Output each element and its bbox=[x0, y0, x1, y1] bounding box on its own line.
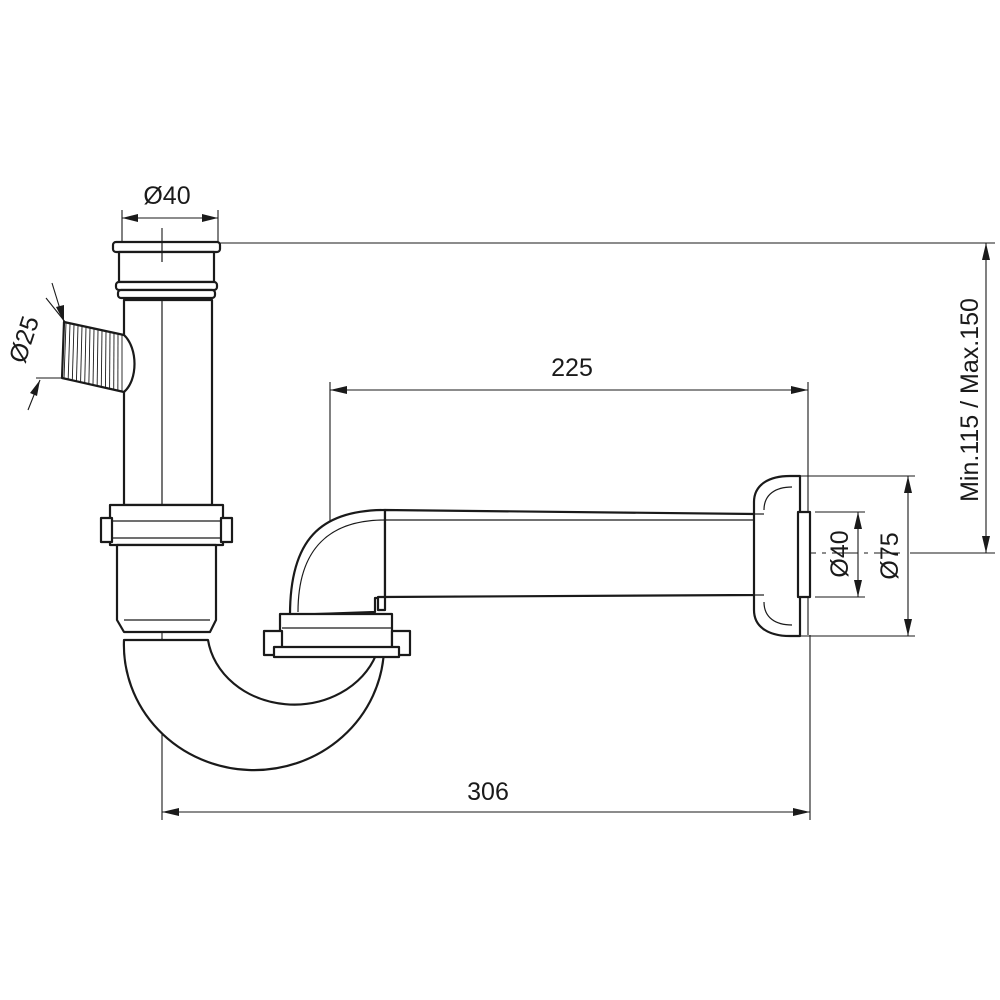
label-outlet-inner-diameter: Ø40 bbox=[826, 530, 854, 577]
label-height-range: Min.115 / Max.150 bbox=[956, 298, 984, 502]
elbow-bend bbox=[288, 508, 387, 617]
thread-line bbox=[100, 330, 103, 387]
thread-line bbox=[80, 326, 83, 383]
thread-line bbox=[96, 329, 99, 386]
vertical-tailpiece bbox=[122, 298, 214, 507]
thread-line bbox=[71, 324, 75, 381]
union-nut-lower bbox=[262, 612, 412, 659]
thread-line bbox=[92, 328, 95, 386]
thread-line bbox=[75, 325, 79, 382]
thread-line bbox=[67, 323, 71, 380]
union-nut-upper bbox=[99, 503, 234, 547]
side-inlet-threaded bbox=[60, 320, 136, 394]
horizontal-arm bbox=[376, 508, 757, 612]
label-outlet-rosette-diameter: Ø75 bbox=[876, 532, 904, 579]
dimension-lines bbox=[27, 214, 990, 816]
thread-line bbox=[88, 328, 91, 385]
thread-line bbox=[63, 322, 67, 380]
u-bend-outer bbox=[122, 638, 386, 772]
thread-line bbox=[84, 327, 87, 384]
label-overall-length: 306 bbox=[467, 778, 509, 806]
wall-rosette bbox=[752, 474, 812, 638]
label-side-inlet-diameter: Ø25 bbox=[4, 313, 45, 367]
label-top-inlet-diameter: Ø40 bbox=[143, 182, 190, 210]
extension-lines bbox=[36, 210, 995, 820]
thread-line bbox=[104, 331, 107, 388]
top-inlet-socket bbox=[111, 240, 222, 300]
trap-bowl-vertical bbox=[115, 543, 218, 634]
label-arm-length: 225 bbox=[551, 354, 593, 382]
